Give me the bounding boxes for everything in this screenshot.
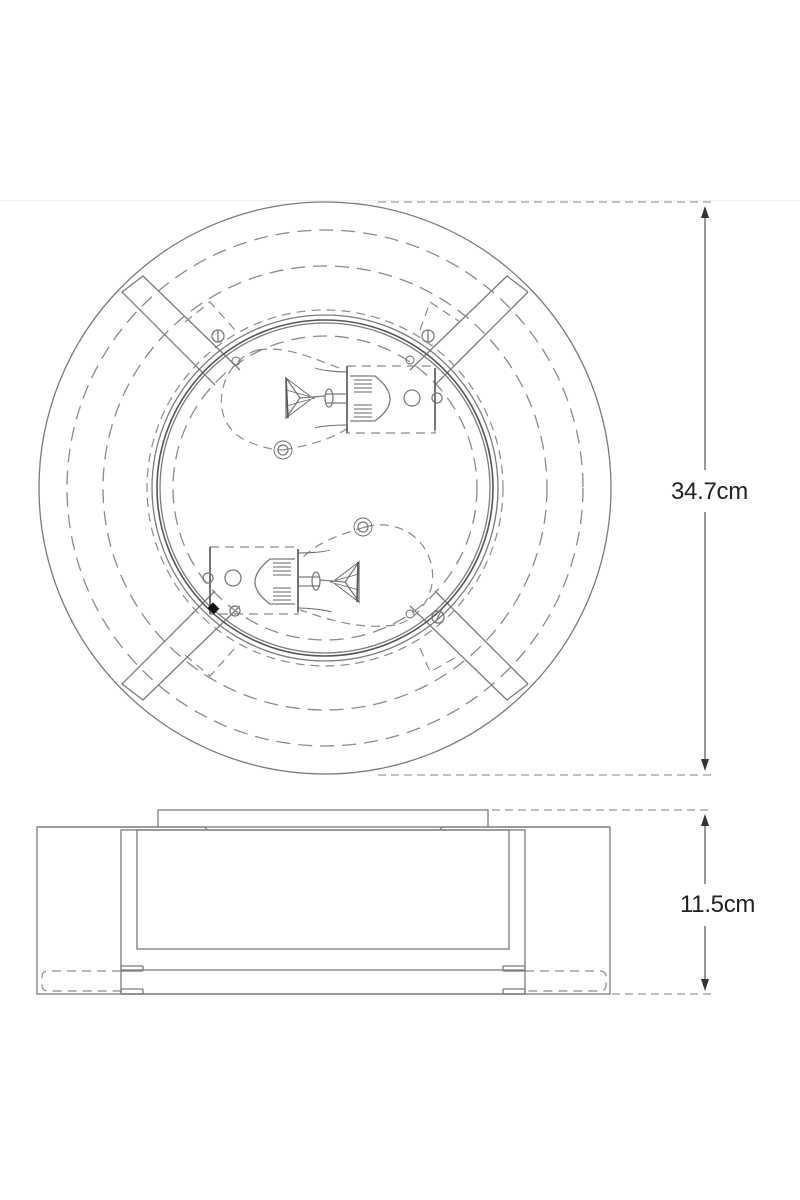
wiring <box>220 348 434 627</box>
outer-ring <box>38 201 612 775</box>
height-label: 11.5cm <box>680 887 755 923</box>
side-view <box>36 809 611 995</box>
arrow-down-icon <box>701 759 709 771</box>
diffuser-rings <box>102 265 548 711</box>
top-margin <box>0 0 800 200</box>
arrow-up-icon <box>701 206 709 218</box>
clamp-tabs <box>184 301 461 677</box>
top-view <box>38 201 612 775</box>
diameter-label: 34.7cm <box>671 474 748 510</box>
lamp-socket-lower <box>202 546 360 617</box>
mounting-brackets <box>121 275 529 701</box>
dimension-diameter <box>378 201 712 776</box>
bottom-margin <box>0 999 800 1200</box>
dimension-height <box>492 809 712 995</box>
base-plate <box>151 314 499 662</box>
arrow-down-icon <box>701 979 709 991</box>
lamp-socket-upper <box>285 365 443 434</box>
arrow-up-icon <box>701 814 709 826</box>
